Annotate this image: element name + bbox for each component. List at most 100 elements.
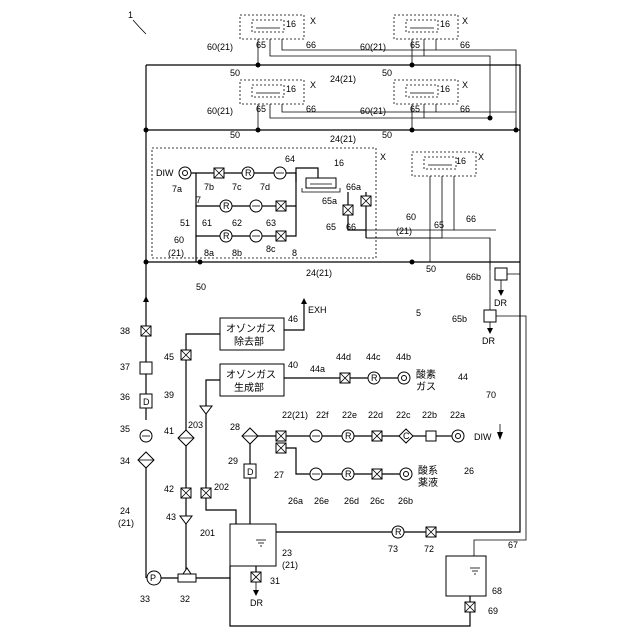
oxygen-line2: ガス [416,381,436,393]
unit-x-label: X [478,152,484,162]
label-22c: 22c [396,410,411,420]
label-24: 24 [120,506,130,516]
label-42: 42 [164,484,174,494]
figure-number: 1 [128,10,133,20]
label-16: 16 [334,158,344,168]
label-50: 50 [196,282,206,292]
drain-label: DR [494,298,507,308]
label-22d: 22d [368,410,383,420]
acid-chemical-line1: 酸系 [418,464,438,477]
label-40: 40 [288,360,298,370]
label-65: 65 [256,104,266,114]
damper-symbol: D [143,397,150,407]
unit-16-label: 16 [440,19,450,29]
unit-16-label: 16 [286,19,296,29]
unit-16-label: 16 [286,84,296,94]
label-63: 63 [266,218,276,228]
regulator-symbol: R [245,168,252,178]
regulator-symbol: R [395,527,402,537]
processing-unit-mid-right: 16 X 60(21) 65 66 [360,80,470,116]
label-66a: 66a [346,182,361,192]
label-50: 50 [426,264,436,274]
label-22f: 22f [316,410,329,420]
label-29: 29 [228,456,238,466]
detailed-processing-unit: X DIW R 7a 7b 7c 7d 7 R 61 62 63 R 51 [152,148,386,262]
label-202: 202 [214,482,229,492]
label-36: 36 [120,392,130,402]
tank-68: 68 69 [446,556,502,616]
ozone-generator-line1: オゾンガス [226,369,276,381]
label-45: 45 [164,352,174,362]
regulator-symbol: R [345,431,352,441]
label-61: 61 [202,218,212,228]
label-28: 28 [230,422,240,432]
label-26a: 26a [288,496,303,506]
label-26c: 26c [370,496,385,506]
unit-x-label: X [462,80,468,90]
pump-symbol: P [150,573,156,583]
label-7a: 7a [172,184,182,194]
label-69: 69 [488,606,498,616]
label-5: 5 [416,308,421,318]
label-50: 50 [382,68,392,78]
exhaust-label: EXH [308,305,327,315]
label-65: 65 [410,40,420,50]
label-60-21: 60(21) [207,42,233,52]
label-46: 46 [288,314,298,324]
unit-x-label: X [380,152,386,162]
drain-label: DR [482,336,495,346]
label-50: 50 [382,130,392,140]
label-66: 66 [346,222,356,232]
label-22e: 22e [342,410,357,420]
unit-x-label: X [310,16,316,26]
ozone-removal-line2: 除去部 [234,335,264,348]
label-43: 43 [166,512,176,522]
regulator-symbol: R [223,201,230,211]
left-circulation-components: 38 37 D 36 35 34 24 (21) P 33 32 [118,296,230,604]
label-23: 23 [282,548,292,558]
label-33: 33 [140,594,150,604]
label-44d: 44d [336,352,351,362]
label-26d: 26d [344,496,359,506]
damper-symbol: D [247,467,254,477]
label-66: 66 [306,104,316,114]
leader-line [133,20,146,34]
label-8: 8 [292,248,297,258]
processing-unit-top-left: 16 X 60(21) 65 66 [207,15,316,52]
label-35: 35 [120,424,130,434]
label-203: 203 [188,420,203,430]
label-60: 60 [406,212,416,222]
label-21p: (21) [396,226,412,236]
ozone-generator-line2: 生成部 [234,381,264,394]
label-201: 201 [200,528,215,538]
label-21p: (21) [118,518,134,528]
tank-23: 23 (21) DR 31 [230,524,470,626]
label-22a: 22a [450,410,465,420]
label-27: 27 [274,470,284,480]
label-8c: 8c [266,244,276,254]
label-22-21: 22(21) [282,410,308,420]
unit-x-label: X [310,80,316,90]
label-24-21: 24(21) [306,268,332,278]
label-67: 67 [508,540,518,550]
label-66b: 66b [466,272,481,282]
diw-label: DIW [156,168,174,178]
label-44a: 44a [310,364,325,374]
label-26: 26 [464,466,474,476]
label-8b: 8b [232,248,242,258]
unit-16-label: 16 [456,156,466,166]
unit-16-label: 16 [440,84,450,94]
drain-collector: DR 66b DR 65b 70 67 [366,230,526,556]
label-66: 66 [460,104,470,114]
label-60: 60 [174,235,184,245]
label-7c: 7c [232,182,242,192]
label-64: 64 [285,154,295,164]
c-symbol: C [403,431,410,441]
label-50: 50 [230,68,240,78]
label-8a: 8a [204,248,214,258]
label-60-21: 60(21) [360,106,386,116]
label-60-21: 60(21) [360,42,386,52]
label-24-21: 24(21) [330,134,356,144]
acid-chemical-line2: 薬液 [418,476,438,489]
